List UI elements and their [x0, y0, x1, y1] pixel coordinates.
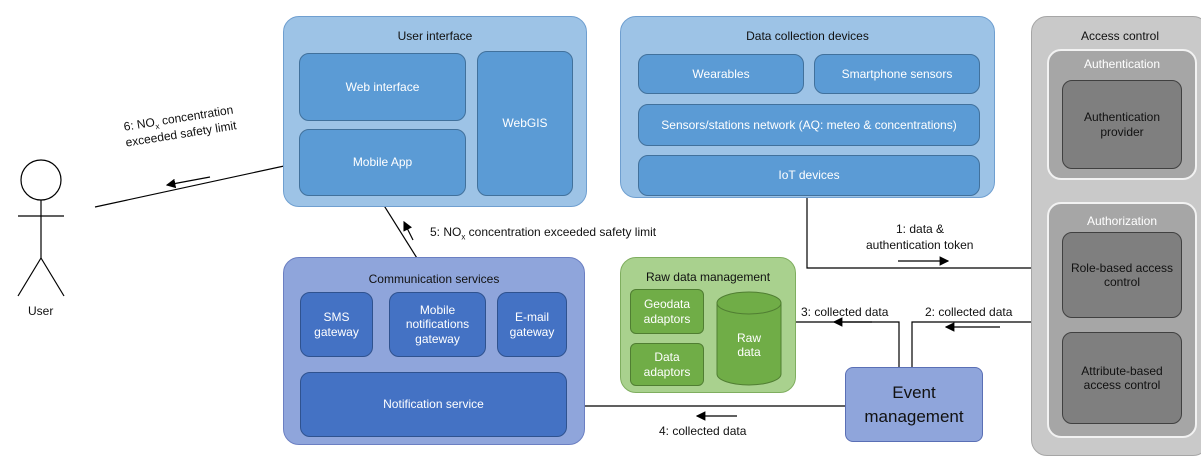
role-based-access-control-box[interactable]: Role-based access control	[1062, 232, 1182, 318]
web-interface-box[interactable]: Web interface	[299, 53, 466, 121]
flow1-label-line2: authentication token	[866, 238, 974, 252]
flow5-arrow	[403, 220, 414, 241]
event-rawdata-connector	[796, 321, 900, 367]
data-adaptors-box[interactable]: Data adaptors	[630, 343, 704, 386]
smartphone-sensors-box[interactable]: Smartphone sensors	[814, 54, 980, 94]
wearables-box[interactable]: Wearables	[638, 54, 804, 94]
connectors	[17, 159, 1047, 421]
accesscontrol-event-connector	[911, 321, 1047, 367]
user-label: User	[28, 304, 54, 318]
raw-data-management-title: Raw data management	[645, 270, 771, 284]
sensors-network-box[interactable]: Sensors/stations network (AQ: meteo & co…	[638, 104, 980, 146]
raw-data-store-label: Raw data	[736, 330, 761, 359]
mobile-app-box[interactable]: Mobile App	[299, 129, 466, 196]
flow6-arrow	[165, 176, 211, 189]
webgis-box[interactable]: WebGIS	[477, 51, 573, 196]
attribute-based-access-control-box[interactable]: Attribute-based access control	[1062, 332, 1182, 424]
flow4-label: 4: collected data	[659, 424, 747, 438]
email-gateway-box[interactable]: E-mail gateway	[497, 292, 567, 357]
data-collection-title: Data collection devices	[746, 29, 869, 43]
flow5-label: 5: NOx concentration exceeded safety lim…	[430, 225, 657, 242]
authentication-title: Authentication	[1083, 57, 1161, 71]
user-interface-title: User interface	[397, 29, 473, 43]
sms-gateway-box[interactable]: SMS gateway	[300, 292, 373, 357]
authorization-title: Authorization	[1086, 214, 1158, 228]
authentication-provider-box[interactable]: Authentication provider	[1062, 80, 1182, 169]
geodata-adaptors-box[interactable]: Geodata adaptors	[630, 289, 704, 334]
notification-service-box[interactable]: Notification service	[300, 372, 567, 437]
access-control-title: Access control	[1080, 29, 1160, 43]
user-mobileapp-connector	[94, 162, 299, 208]
datacollection-accesscontrol-connector	[806, 198, 1047, 269]
iot-devices-box[interactable]: IoT devices	[638, 155, 980, 196]
user-stick-figure	[17, 159, 65, 297]
flow2-label: 2: collected data	[925, 305, 1013, 319]
flow1-label-line1: 1: data &	[896, 222, 945, 236]
event-management-box[interactable]: Event management	[845, 367, 983, 442]
flow3-label: 3: collected data	[801, 305, 889, 319]
communication-services-title: Communication services	[368, 272, 500, 286]
mobile-notifications-gateway-box[interactable]: Mobile notifications gateway	[389, 292, 486, 357]
